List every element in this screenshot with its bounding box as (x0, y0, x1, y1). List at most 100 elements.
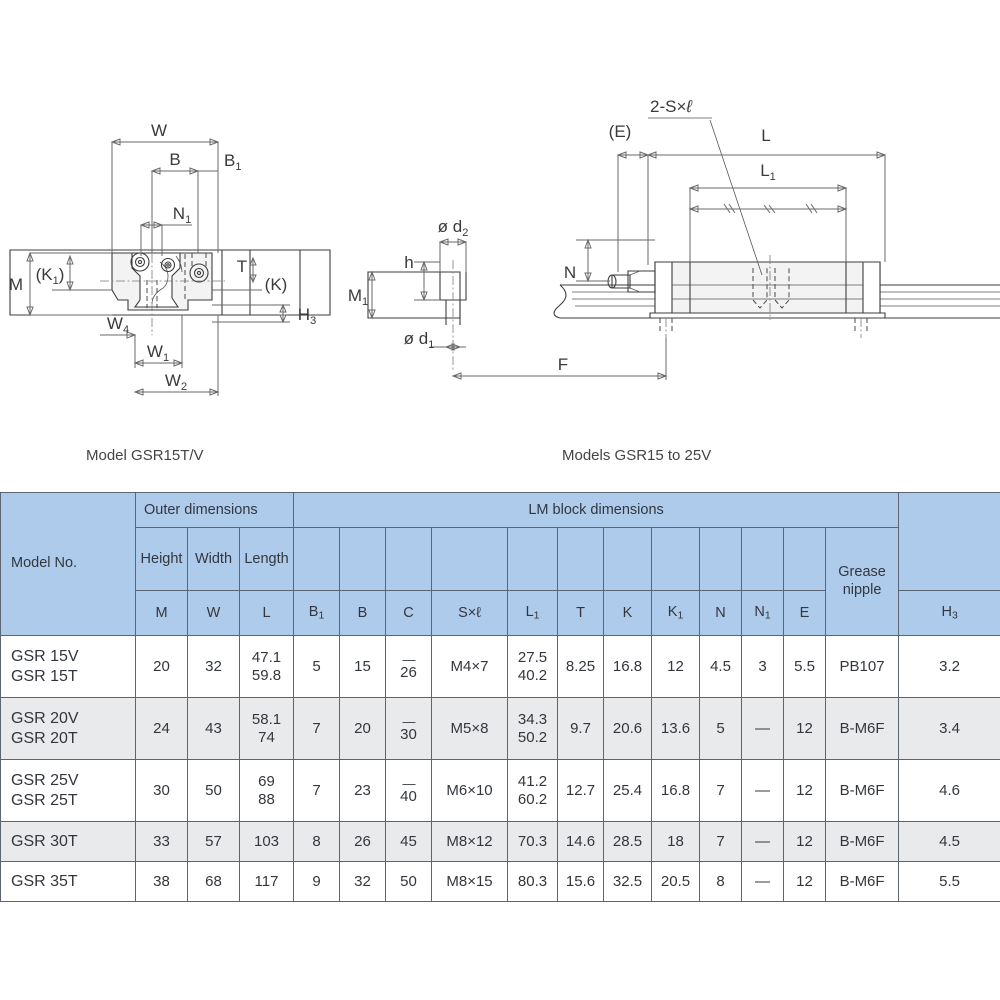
label-T: T (237, 257, 247, 276)
header-blank-k1 (651, 527, 701, 591)
cell-h3: 4.5 (898, 821, 1000, 862)
cell-k: 16.8 (603, 635, 653, 698)
cell-n1: — (741, 861, 785, 902)
cell-k: 28.5 (603, 821, 653, 862)
header-blank-b (339, 527, 387, 591)
cell-n: 8 (699, 861, 743, 902)
header-symbol-E: E (783, 590, 827, 636)
label-N1: N1 (173, 204, 191, 226)
label-d2: ø d2 (438, 217, 469, 239)
cell-k1: 20.5 (651, 861, 701, 902)
left-drawing-caption: Model GSR15T/V (86, 447, 204, 464)
header-symbol-B1: B1 (293, 590, 341, 636)
header-blank-sxl (431, 527, 509, 591)
cell-k1: 12 (651, 635, 701, 698)
cell-b1: 8 (293, 821, 341, 862)
header-blank-t (557, 527, 605, 591)
header-symbol-C: C (385, 590, 433, 636)
cell-h3: 4.6 (898, 759, 1000, 822)
cell-t: 14.6 (557, 821, 605, 862)
cell-t: 9.7 (557, 697, 605, 760)
cell-c: —40 (385, 759, 433, 822)
cell-w: 43 (187, 697, 240, 760)
header-symbol-N: N (699, 590, 743, 636)
cell-n: 5 (699, 697, 743, 760)
label-N: N (564, 263, 576, 282)
cell-grease: B-M6F (825, 861, 900, 902)
cell-h3: 5.5 (898, 861, 1000, 902)
label-H3: H3 (298, 305, 316, 327)
label-M1: M1 (348, 286, 368, 308)
label-B1: B1 (224, 151, 241, 173)
cell-b: 26 (339, 821, 387, 862)
right-side-view-drawing: 2-S×ℓ (E) L (348, 97, 1000, 380)
cell-m: 20 (135, 635, 188, 698)
cell-grease: B-M6F (825, 821, 900, 862)
technical-drawings-area: W B B1 N1 M (0, 0, 1000, 490)
header-blank-c (385, 527, 433, 591)
cell-sxl: M5×8 (431, 697, 509, 760)
cell-b1: 9 (293, 861, 341, 902)
header-symbol-K: K (603, 590, 653, 636)
header-blank-e (783, 527, 827, 591)
header-symbol-W: W (187, 590, 240, 636)
cell-b1: 7 (293, 697, 341, 760)
header-symbol-L: L (238, 590, 295, 636)
header-outer-width: Width (187, 527, 240, 591)
header-outer-height: Height (135, 527, 188, 591)
header-h3-spacer (898, 492, 1000, 591)
cell-b: 23 (339, 759, 387, 822)
label-L1: L1 (760, 161, 776, 183)
header-symbol-T: T (557, 590, 605, 636)
table-header-row-groups: Model No. Outer dimensions LM block dime… (0, 492, 1000, 636)
cell-n1: — (741, 759, 785, 822)
cell-model-name: GSR 35T (0, 861, 136, 902)
label-E: (E) (609, 122, 632, 141)
cell-c: —26 (385, 635, 433, 698)
cell-e: 12 (783, 759, 827, 822)
cell-w: 57 (187, 821, 240, 862)
cell-w: 50 (187, 759, 240, 822)
header-symbol-M: M (135, 590, 188, 636)
header-symbol-K1: K1 (651, 590, 701, 636)
label-d1: ø d1 (404, 329, 435, 351)
cell-n: 7 (699, 759, 743, 822)
header-blank-k (603, 527, 653, 591)
header-symbol-L1: L1 (507, 590, 559, 636)
header-outer-length: Length (238, 527, 295, 591)
cell-sxl: M8×15 (431, 861, 509, 902)
cell-e: 5.5 (783, 635, 827, 698)
cell-n1: — (741, 697, 785, 760)
table-header-row-symbols: M W L B1 B C S×ℓ L1 T K K1 N N1 E H3 (1, 590, 1000, 636)
cell-w: 32 (187, 635, 240, 698)
cell-h3: 3.4 (898, 697, 1000, 760)
cell-n1: 3 (741, 635, 785, 698)
cell-t: 15.6 (557, 861, 605, 902)
cell-h3: 3.2 (898, 635, 1000, 698)
cell-n: 4.5 (699, 635, 743, 698)
cell-k1: 13.6 (651, 697, 701, 760)
cell-grease: B-M6F (825, 759, 900, 822)
specifications-table: Model No. Outer dimensions LM block dime… (0, 492, 1000, 902)
header-blank-l1 (507, 527, 559, 591)
cell-k1: 16.8 (651, 759, 701, 822)
cell-l: 117 (238, 861, 295, 902)
cell-e: 12 (783, 861, 827, 902)
header-model-no: Model No. (0, 492, 136, 636)
cell-l1: 70.3 (507, 821, 559, 862)
header-group-lm-block: LM block dimensions (293, 492, 900, 528)
cell-l: 103 (238, 821, 295, 862)
label-W4: W4 (107, 314, 129, 336)
